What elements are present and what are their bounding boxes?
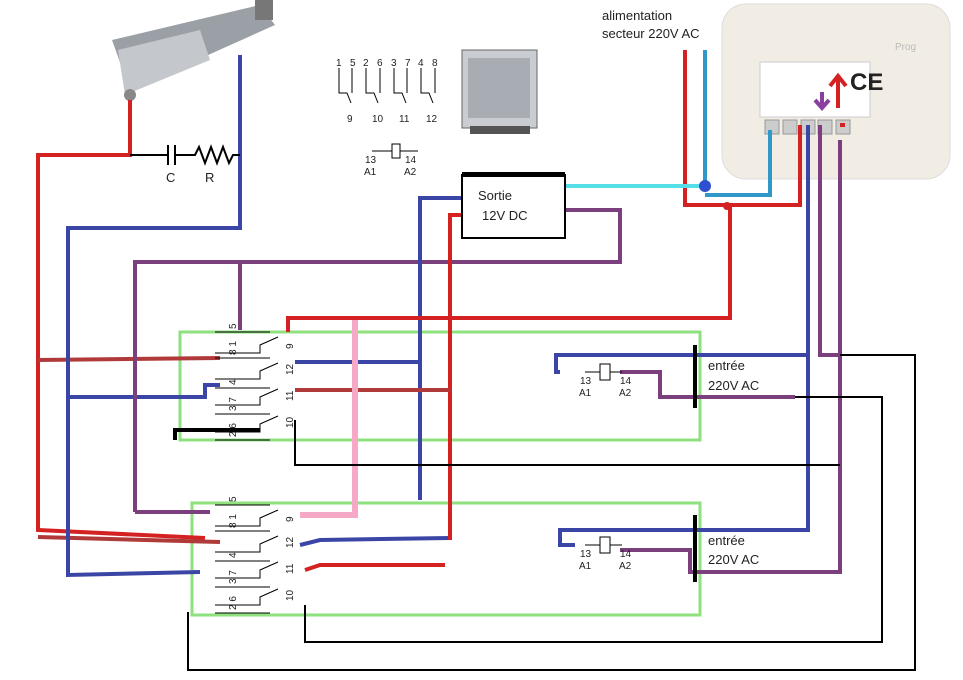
pin-label: 2: [363, 58, 369, 69]
pin-label: 7: [405, 58, 411, 69]
relay-switch: [215, 509, 279, 527]
relay-pin-label: 12: [285, 363, 296, 375]
pin-label: A1: [364, 167, 377, 178]
relay-switch: [215, 388, 279, 406]
relay-switch: [215, 362, 279, 380]
pin-label: 12: [426, 114, 438, 125]
relay-switch: [215, 415, 279, 433]
relay-switch: [215, 336, 279, 354]
relay-pin-label: 4: [228, 552, 239, 558]
junction-dot: [699, 180, 711, 192]
pin-label: A1: [579, 561, 592, 572]
pin-label: 6: [377, 58, 383, 69]
pin-label: 1: [336, 58, 342, 69]
mains-label-line2: secteur 220V AC: [602, 26, 700, 41]
relay-outlines: [178, 330, 702, 617]
relay-pin-label: 3 7: [228, 570, 239, 584]
relay-switch: [215, 535, 279, 553]
module-brand: Prog: [895, 42, 916, 53]
output-12v-box: [461, 174, 566, 239]
resistor-label: R: [205, 170, 214, 185]
input-lower-line2: 220V AC: [708, 552, 759, 567]
relay-pin-label: 11: [285, 563, 296, 574]
relay-switch: [215, 561, 279, 579]
pin-label: 13: [580, 376, 592, 387]
relay-pin-label: 8 1: [228, 514, 239, 528]
pin-label: 14: [405, 155, 417, 166]
ce-logo: CE: [850, 69, 883, 96]
relay-pin-label: 2 6: [228, 423, 239, 437]
output-label-line1: Sortie: [478, 188, 512, 203]
input-lower-line1: entrée: [708, 533, 745, 548]
pin-label: 11: [399, 114, 410, 125]
pin-label: 3: [391, 58, 397, 69]
pin-label: A2: [619, 561, 632, 572]
relay-pinout-legend: 1 5 2 6 3 7 4 8 9 10 11 12 13 14 A1 A2: [336, 58, 438, 178]
wires: [36, 50, 916, 671]
relay-pin-label: 9: [285, 343, 296, 349]
pin-label: 5: [350, 58, 356, 69]
linear-actuator-image: [112, 0, 275, 101]
relay-pin-label: 8 1: [228, 341, 239, 355]
pin-label: 13: [365, 155, 377, 166]
relay-pin-label: 9: [285, 516, 296, 522]
relay-pin-label: 10: [285, 589, 296, 601]
relay-switch: [215, 588, 279, 606]
pin-label: 8: [432, 58, 438, 69]
pin-label: 4: [418, 58, 424, 69]
rc-snubber: [130, 144, 240, 166]
pin-label: A2: [404, 167, 417, 178]
input-upper-line1: entrée: [708, 358, 745, 373]
relay-pin-label: 3 7: [228, 397, 239, 411]
relay-pin-label: 5: [228, 323, 239, 329]
input-upper-line2: 220V AC: [708, 378, 759, 393]
mains-label-line1: alimentation: [602, 8, 672, 23]
relay-pin-label: 10: [285, 416, 296, 428]
relay-pin-label: 11: [285, 390, 296, 401]
relay-pin-label: 2 6: [228, 596, 239, 610]
relay-pin-label: 4: [228, 379, 239, 385]
pin-label: 9: [347, 114, 353, 125]
pin-label: 14: [620, 549, 632, 560]
capacitor-label: C: [166, 170, 175, 185]
relay-pin-label: 5: [228, 496, 239, 502]
pin-label: A2: [619, 388, 632, 399]
relay-photo: [461, 49, 538, 134]
pin-label: 13: [580, 549, 592, 560]
relay-pin-label: 12: [285, 536, 296, 548]
junction-dot: [723, 202, 731, 210]
output-label-line2: 12V DC: [482, 208, 528, 223]
pin-label: A1: [579, 388, 592, 399]
pin-label: 14: [620, 376, 632, 387]
pin-label: 10: [372, 114, 384, 125]
receiver-module: CE Prog: [721, 3, 951, 180]
